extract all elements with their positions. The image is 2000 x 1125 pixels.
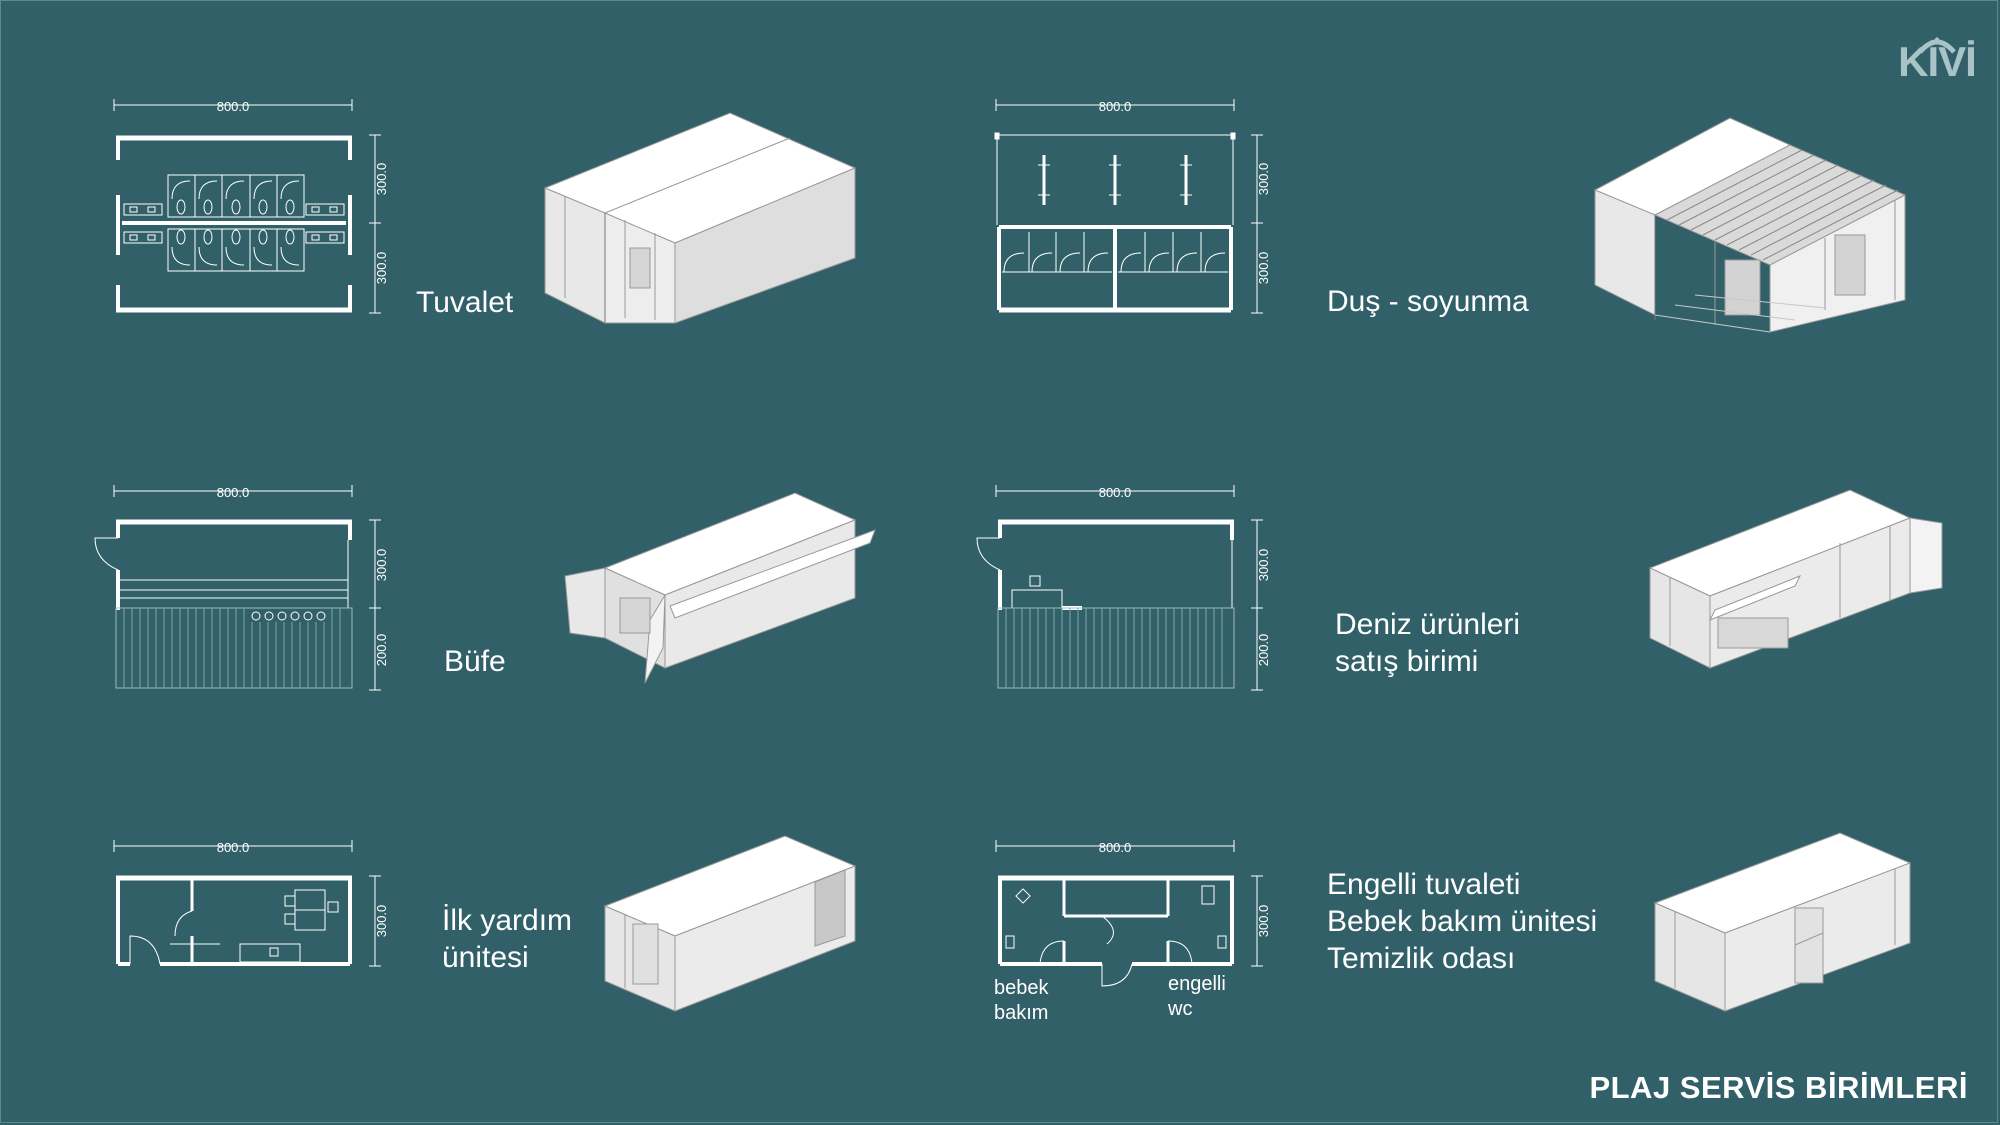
room-label-baby: bebek bakım	[994, 977, 1049, 1024]
depth-dimension: 300.0	[1256, 905, 1271, 938]
width-dimension: 800.0	[217, 840, 250, 855]
ilkyardim-isometric	[603, 835, 857, 1012]
deniz-plan: 800.0 300.0 200.0	[976, 485, 1271, 691]
tuvalet-plan: 800.0 300.0 300.0	[113, 99, 389, 314]
unit-label-deniz: Deniz ürünleri satış birimi	[1335, 608, 1521, 678]
room-label-wc: engelli wc	[1168, 973, 1226, 1020]
bufe-isometric	[564, 492, 876, 684]
engelli-isometric	[1653, 832, 1912, 1012]
width-dimension: 800.0	[217, 99, 250, 114]
bufe-plan: 800.0 300.0 200.0	[94, 485, 389, 691]
tuvalet-isometric	[543, 112, 857, 324]
depth-dimension: 300.0	[1256, 252, 1271, 285]
depth-dimension: 300.0	[374, 163, 389, 196]
unit-label-engelli: Engelli tuvaleti Bebek bakım ünitesi Tem…	[1327, 868, 1598, 975]
width-dimension: 800.0	[217, 485, 250, 500]
logo-arc-icon	[1918, 36, 1956, 54]
unit-label-bufe: Büfe	[444, 645, 506, 678]
width-dimension: 800.0	[1099, 840, 1132, 855]
depth-dimension: 200.0	[1256, 634, 1271, 667]
deniz-isometric	[1648, 489, 1943, 669]
width-dimension: 800.0	[1099, 485, 1132, 500]
dus-isometric	[1593, 117, 1907, 333]
width-dimension: 800.0	[1099, 99, 1132, 114]
dus-plan: 800.0 300.0 300.0	[994, 99, 1271, 314]
logo-text: KİVİ	[1898, 38, 1977, 85]
unit-label-ilkyardim: İlk yardım ünitesi	[442, 904, 573, 974]
depth-dimension: 200.0	[374, 634, 389, 667]
depth-dimension: 300.0	[374, 905, 389, 938]
unit-label-tuvalet: Tuvalet	[416, 286, 514, 319]
depth-dimension: 300.0	[374, 252, 389, 285]
page-title: PLAJ SERVİS BİRİMLERİ	[1589, 1070, 1968, 1105]
depth-dimension: 300.0	[1256, 549, 1271, 582]
engelli-plan: 800.0 300.0	[995, 840, 1271, 987]
depth-dimension: 300.0	[374, 549, 389, 582]
depth-dimension: 300.0	[1256, 163, 1271, 196]
ilkyardim-plan: 800.0 300.0	[113, 840, 389, 967]
unit-label-dus: Duş - soyunma	[1327, 285, 1529, 318]
brand-logo: KİVİ	[1892, 30, 1982, 86]
